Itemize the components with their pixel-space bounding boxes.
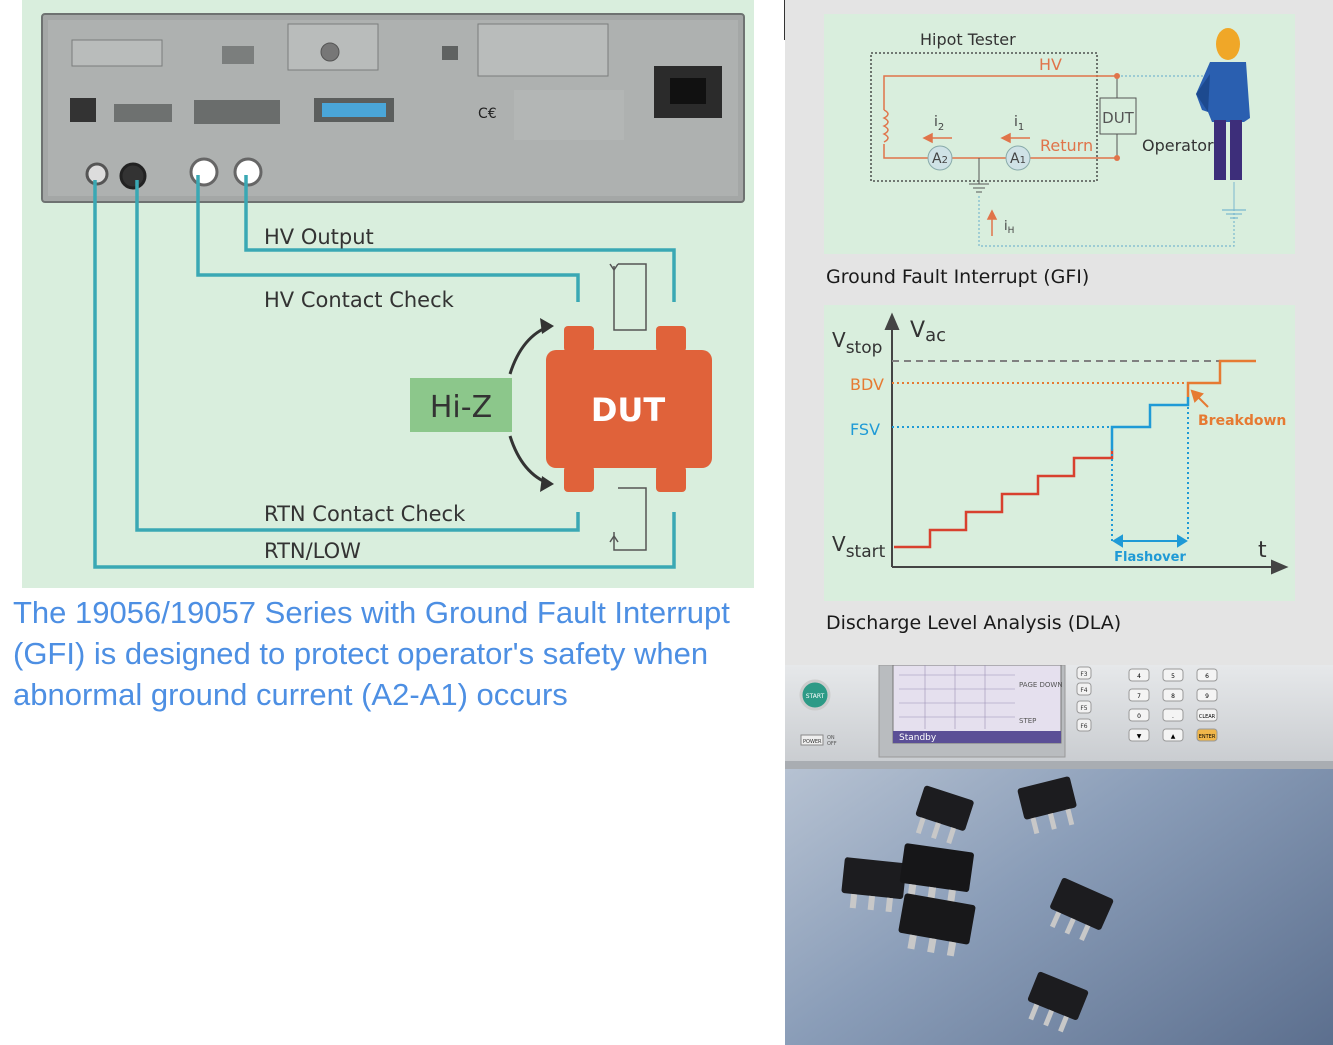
optocoupler-chips — [841, 776, 1114, 1033]
hv-contact-check-label: HV Contact Check — [264, 288, 455, 312]
a2-label: A2 — [932, 151, 948, 167]
voltage-staircase-red — [894, 449, 1114, 549]
start-button — [799, 679, 831, 711]
dla-axes — [884, 312, 1289, 575]
gfi-return-label: Return — [1040, 136, 1093, 155]
i1-label: i1 — [1014, 114, 1024, 133]
arrow-head-up — [540, 318, 554, 334]
svg-text:C€: C€ — [478, 106, 497, 122]
hipot-tester-label: Hipot Tester — [920, 30, 1016, 49]
hi-z-box — [410, 378, 512, 432]
dla-diagram: Flashover Breakdown Vac Vstop BDV FSV Vs… — [832, 312, 1289, 575]
gfi-ground-wiring — [969, 76, 1118, 193]
ih-label: iH — [1004, 219, 1014, 236]
rtn-low-label: RTN/LOW — [264, 539, 361, 563]
wiring-diagram: C€ HV Output HV Contact Check RTN Contac… — [41, 13, 745, 569]
svg-text:▲: ▲ — [1171, 733, 1176, 740]
bdv-label: BDV — [850, 375, 884, 394]
gfi-fault-path — [978, 75, 1235, 247]
arrow-head-down — [540, 476, 554, 492]
fsv-label: FSV — [850, 420, 880, 439]
hi-z-arrows — [508, 324, 551, 486]
flashover-bracket — [1111, 397, 1189, 541]
ammeter-a2 — [927, 145, 953, 171]
current-arrows — [922, 132, 1030, 236]
power-label: POWER — [803, 739, 822, 745]
vstart-label: Vstart — [832, 532, 886, 562]
start-label: START — [806, 693, 825, 700]
voltage-staircase-blue — [1110, 397, 1190, 449]
svg-text:.: . — [1172, 713, 1174, 720]
wiring-diagram-panel: C€ HV Output HV Contact Check RTN Contac… — [22, 0, 754, 588]
svg-text:9: 9 — [1205, 693, 1209, 700]
svg-text:8: 8 — [1171, 693, 1175, 700]
svg-text:6: 6 — [1205, 673, 1209, 680]
divider-line — [784, 0, 785, 40]
on-label: ON — [827, 735, 835, 741]
svg-text:▼: ▼ — [1137, 733, 1142, 740]
product-photo: Standby PAGE DOWN STEP START POWER ON OF… — [785, 665, 1333, 1045]
hi-z-label: Hi-Z — [430, 390, 492, 425]
gfi-caption: Ground Fault Interrupt (GFI) — [826, 266, 1090, 288]
wires — [93, 175, 676, 569]
vstop-label: Vstop — [832, 328, 882, 358]
contact-loops — [609, 263, 647, 551]
breakdown-arrow — [1190, 389, 1209, 408]
svg-text:F4: F4 — [1080, 687, 1087, 694]
operator-label: Operator — [1142, 136, 1214, 155]
svg-text:5: 5 — [1171, 673, 1175, 680]
off-label: OFF — [827, 741, 837, 747]
dla-caption: Discharge Level Analysis (DLA) — [826, 612, 1122, 634]
flashover-arrow — [1112, 534, 1188, 548]
rtn-low-wire — [93, 180, 676, 569]
lcd-step: STEP — [1019, 717, 1036, 725]
vac-label: Vac — [910, 318, 946, 346]
lcd-standby: Standby — [899, 733, 937, 743]
voltage-staircase-orange — [1186, 359, 1256, 397]
function-keys: F3 F4 F5 F6 — [1076, 666, 1092, 732]
hipot-tester-box — [870, 52, 1098, 182]
power-switch — [800, 734, 824, 746]
t-axis-label: t — [1258, 538, 1267, 563]
gfi-dut-label: DUT — [1102, 109, 1135, 127]
gfi-dut-box — [1099, 97, 1137, 135]
rtn-contact-check-label: RTN Contact Check — [264, 502, 466, 526]
gfi-hv-label: HV — [1039, 55, 1062, 74]
svg-text:ENTER: ENTER — [1199, 734, 1216, 740]
svg-text:0: 0 — [1137, 713, 1141, 720]
svg-text:CLEAR: CLEAR — [1199, 714, 1216, 720]
ammeter-a1 — [1005, 145, 1031, 171]
operator-figure — [1196, 28, 1250, 219]
svg-text:F5: F5 — [1080, 705, 1087, 712]
svg-text:4: 4 — [1137, 673, 1141, 680]
keypad: 4 5 6 7 8 9 0 . CLEAR ▼ ▲ ENTER — [1128, 668, 1218, 742]
dla-diagram-panel: Flashover Breakdown Vac Vstop BDV FSV Vs… — [824, 305, 1295, 601]
svg-text:F3: F3 — [1080, 671, 1087, 678]
gfi-diagram: Hipot Tester DUT HV Return A — [870, 28, 1250, 247]
instrument-rear-panel: C€ — [41, 13, 745, 203]
svg-text:7: 7 — [1137, 693, 1141, 700]
i2-label: i2 — [934, 114, 944, 133]
lcd-page-down: PAGE DOWN — [1019, 681, 1063, 689]
flashover-label: Flashover — [1114, 550, 1186, 565]
hv-contact-check-wire — [196, 175, 580, 302]
dut-chip — [546, 326, 712, 492]
gfi-diagram-panel: Hipot Tester DUT HV Return A — [824, 14, 1295, 254]
breakdown-label: Breakdown — [1198, 413, 1286, 429]
product-photo-art: Standby PAGE DOWN STEP START POWER ON OF… — [785, 665, 1333, 1045]
svg-text:F6: F6 — [1080, 723, 1087, 730]
hv-output-wire — [244, 175, 676, 302]
rtn-contact-check-wire — [135, 180, 580, 532]
hv-output-label: HV Output — [264, 225, 374, 249]
series-caption: The 19056/19057 Series with Ground Fault… — [13, 595, 730, 712]
a1-label: A1 — [1010, 151, 1026, 167]
dut-label: DUT — [591, 391, 666, 429]
